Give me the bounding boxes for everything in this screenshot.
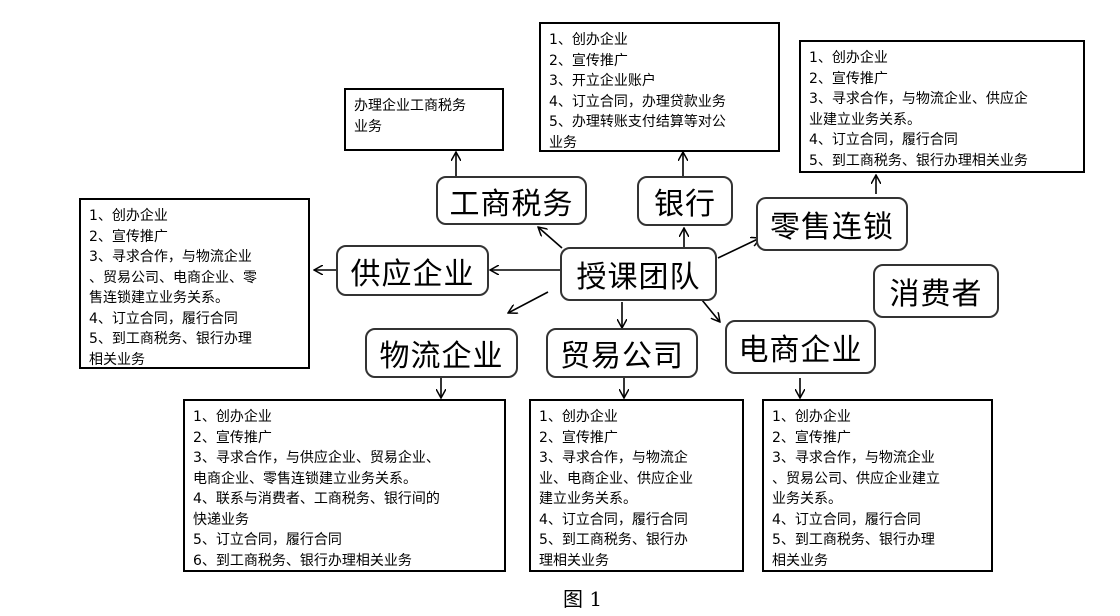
box-line: 业务 [549, 134, 577, 151]
box-line: 4、订立合同，办理贷款业务 [549, 93, 726, 110]
box-line: 建立业务关系。 [539, 491, 637, 507]
box-line: 业、电商企业、供应企业 [539, 470, 693, 487]
node-retail: 零售连锁 [756, 197, 908, 251]
box-line: 4、订立合同，履行合同 [809, 132, 958, 148]
box-trade: 1、创办企业 2、宣传推广 3、寻求合作，与物流企业、电商企业、供应企业建立业务关系… [529, 399, 744, 572]
box-line: 1、创办企业 [549, 32, 628, 48]
box-line: 2、宣传推广 [809, 70, 888, 87]
box-line: 业务 [354, 118, 382, 135]
node-consumer: 消费者 [873, 264, 999, 318]
box-line: 业建立业务关系。 [809, 111, 921, 128]
box-line: 5、到工商税务、银行办理 [89, 331, 252, 347]
box-line: 5、办理转账支付结算等对公 [549, 114, 726, 130]
box-line: 、贸易公司、供应企业建立 [772, 470, 940, 487]
node-logistics: 物流企业 [365, 328, 518, 378]
node-ecommerce: 电商企业 [725, 320, 876, 374]
box-line: 、贸易公司、电商企业、零 [89, 269, 257, 286]
box-line: 2、宣传推广 [89, 228, 168, 245]
box-line: 快递业务 [193, 511, 249, 528]
box-tax: 办理企业工商税务业务 [344, 88, 504, 151]
box-line: 2、宣传推广 [772, 429, 851, 446]
box-line: 售连锁建立业务关系。 [89, 290, 229, 306]
box-line: 办理企业工商税务 [354, 98, 466, 114]
box-line: 5、订立合同，履行合同 [193, 532, 342, 548]
arrow-center-to-ecommerce [701, 299, 720, 322]
box-line: 2、宣传推广 [539, 429, 618, 446]
node-tax: 工商税务 [436, 176, 587, 225]
box-line: 3、寻求合作，与供应企业、贸易企业、 [193, 450, 440, 466]
box-line: 1、创办企业 [89, 208, 168, 224]
box-line: 6、到工商税务、银行办理相关业务 [193, 552, 412, 569]
node-supply: 供应企业 [336, 245, 489, 296]
box-line: 1、创办企业 [539, 409, 618, 425]
box-logistics: 1、创办企业 2、宣传推广 3、寻求合作，与供应企业、贸易企业、电商企业、零售连锁建… [183, 399, 506, 572]
box-line: 3、寻求合作，与物流企业、供应企 [809, 91, 1028, 107]
arrow-center-to-tax [538, 227, 563, 249]
box-line: 1、创办企业 [772, 409, 851, 425]
node-trade: 贸易公司 [546, 328, 698, 378]
node-bank: 银行 [637, 176, 733, 226]
arrow-center-to-retail [717, 238, 760, 259]
box-line: 业务关系。 [772, 491, 842, 507]
box-line: 2、宣传推广 [549, 52, 628, 69]
box-line: 3、寻求合作，与物流企业 [772, 450, 935, 466]
box-line: 5、到工商税务、银行办理 [772, 532, 935, 548]
figure-caption: 图 1 [563, 587, 603, 611]
box-line: 5、到工商税务、银行办 [539, 532, 688, 548]
box-retail: 1、创办企业 2、宣传推广 3、寻求合作，与物流企业、供应企业建立业务关系。 4、订立… [799, 40, 1085, 173]
box-line: 2、宣传推广 [193, 429, 272, 446]
box-line: 1、创办企业 [809, 50, 888, 66]
box-line: 4、联系与消费者、工商税务、银行间的 [193, 491, 440, 507]
box-line: 5、到工商税务、银行办理相关业务 [809, 152, 1028, 169]
box-supply: 1、创办企业 2、宣传推广 3、寻求合作，与物流企业、贸易公司、电商企业、零售连锁建… [79, 198, 310, 369]
box-line: 相关业务 [89, 351, 145, 368]
box-line: 4、订立合同，履行合同 [772, 511, 921, 528]
node-center: 授课团队 [560, 247, 717, 301]
box-line: 1、创办企业 [193, 409, 272, 425]
box-line: 电商企业、零售连锁建立业务关系。 [193, 470, 417, 487]
box-ecommerce: 1、创办企业 2、宣传推广 3、寻求合作，与物流企业、贸易公司、供应企业建立业务关系… [762, 399, 993, 572]
box-line: 3、寻求合作，与物流企业 [89, 249, 252, 265]
box-line: 相关业务 [772, 552, 828, 569]
box-line: 3、寻求合作，与物流企 [539, 450, 688, 466]
box-line: 4、订立合同，履行合同 [89, 310, 238, 327]
box-line: 3、开立企业账户 [549, 73, 656, 89]
box-line: 理相关业务 [539, 552, 609, 569]
arrow-center-to-logistics [508, 291, 549, 313]
box-line: 4、订立合同，履行合同 [539, 511, 688, 528]
box-bank: 1、创办企业 2、宣传推广 3、开立企业账户 4、订立合同，办理贷款业务 5、办理转账支… [539, 22, 780, 152]
